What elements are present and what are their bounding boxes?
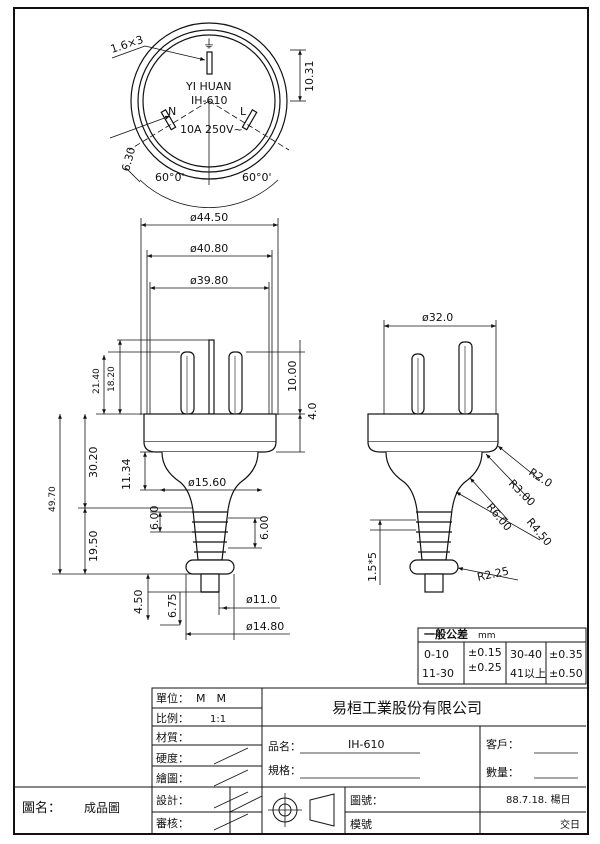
dim-dia-40-80: ø40.80 [190,242,228,255]
dim-1-5x5: 1.5*5 [366,552,379,582]
scale-value: 1:1 [210,714,226,725]
side-view-labels: ø44.50 ø40.80 ø39.80 21.40 18.20 10.00 4… [48,211,319,633]
tol-range2-1: 30-40 [510,648,542,661]
dim-dia-14-80: ø14.80 [246,620,284,633]
tol-value-1: ±0.15 [468,646,502,659]
angle-right: 60°0' [242,171,272,184]
radius-4-50: R4.50 [524,516,555,549]
drawing-no-label: 圖號： [350,794,383,807]
unit-value: M M [196,692,226,705]
dim-dia-32-0: ø32.0 [422,311,453,324]
front-view-labels: 1.6×3 ⏚ YI HUAN IH-610 N L 10A 250V~ 10.… [109,33,316,184]
label-n: N [168,105,176,118]
radius-6-00: R6.00 [484,501,515,534]
label-brand: YI HUAN [185,80,232,93]
title-block-text: 單位： M M 比例： 1:1 材質： 硬度： 繪圖： 設計： 審核： 易桓工業… [22,691,580,831]
product-label: 品名： [268,739,301,753]
tol-value2-2: ±0.50 [549,667,583,680]
drawing-name-label: 圖名： [22,800,61,816]
deliver-text: 交日 [560,818,580,831]
tolerance-table-text: 一般公差 mm 0-10 ±0.15 30-40 ±0.35 11-30 ±0.… [422,627,583,680]
angle-left: 60°0' [155,171,185,184]
spec-label: 規格： [268,763,301,777]
drawer-label: 繪圖： [156,771,189,785]
material-label: 材質： [156,730,189,744]
tolerance-unit: mm [478,631,496,641]
review-label: 審核： [156,816,189,830]
right-view [367,320,541,593]
ground-symbol-icon: ⏚ [203,37,215,51]
quantity-label: 數量： [486,766,519,779]
dim-49-70: 49.70 [48,486,58,512]
label-rating: 10A 250V~ [180,123,243,136]
unit-label: 單位： [156,691,189,705]
dim-6-30: 6.30 [119,146,138,173]
design-label: 設計： [156,793,189,807]
customer-label: 客戶： [486,737,519,751]
mold-no-label: 模號 [350,818,372,831]
tol-range-1: 0-10 [424,648,449,661]
product-value: IH-610 [348,738,384,751]
title-block [14,687,589,835]
dim-30-20: 30.20 [87,447,100,479]
tol-value-2: ±0.25 [468,661,502,674]
sheet-border [13,7,589,835]
dim-21-40: 21.40 [92,368,102,394]
label-model: IH-610 [191,94,227,107]
dim-10-00: 10.00 [286,361,299,393]
drawing-name-value: 成品圖 [84,801,120,815]
side-view [52,218,305,640]
company-name: 易桓工業股份有限公司 [332,699,482,717]
dim-dia-11-0: ø11.0 [246,593,277,606]
tol-value2-1: ±0.35 [549,648,583,661]
dim-11-34: 11.34 [120,459,133,491]
front-view [109,22,306,208]
hardness-label: 硬度： [156,751,189,765]
radius-3-00: R3.00 [506,477,538,509]
dim-10-31: 10.31 [303,61,316,93]
dim-6-75: 6.75 [166,594,179,619]
label-l: L [240,105,247,118]
tol-range-2: 11-30 [422,667,454,680]
radius-2-0: R2.0 [526,466,554,491]
dim-dia-44-50: ø44.50 [190,211,228,224]
tolerance-title: 一般公差 [424,627,468,641]
tol-range2-2: 41以上 [510,667,546,680]
scale-label: 比例： [156,711,189,725]
dim-6-00-right: 6.00 [258,516,271,541]
dim-dia-15-60: ø15.60 [188,476,226,489]
radius-2-25: R2.25 [476,565,510,584]
date-text: 88.7.18. 楊日 [506,794,571,806]
dim-4-50: 4.50 [132,590,145,615]
dim-dia-39-80: ø39.80 [190,274,228,287]
dim-6-00-left: 6.00 [148,506,161,531]
dim-18-20: 18.20 [107,366,117,392]
dim-4-0: 4.0 [306,403,319,421]
dim-19-50: 19.50 [87,531,100,563]
tolerance-table [417,627,587,685]
